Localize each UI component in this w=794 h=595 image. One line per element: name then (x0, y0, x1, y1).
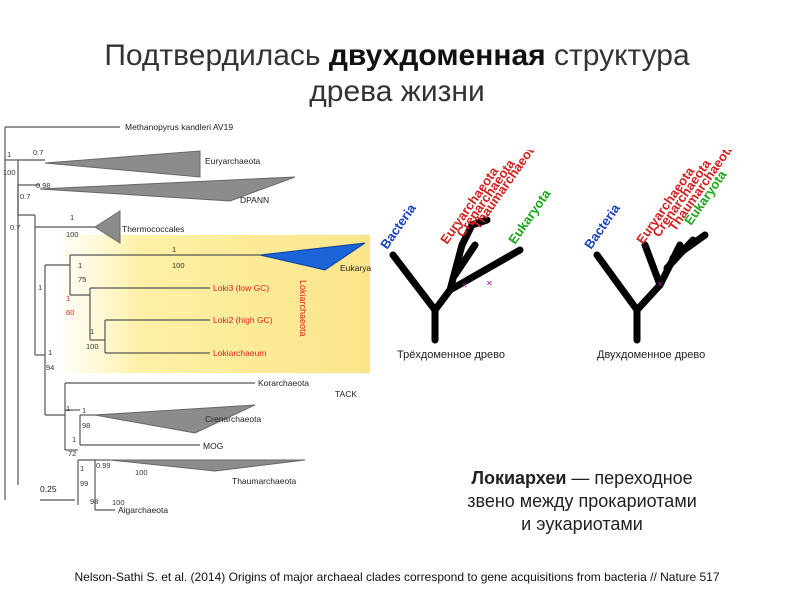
reference-citation: Nelson-Sathi S. et al. (2014) Origins of… (74, 570, 720, 584)
clade-triangle-thaum (109, 459, 306, 472)
support-value: 75 (78, 275, 86, 284)
support-value: 1 (7, 150, 11, 159)
domain-tree-schemes: ✕ ✕ Bacteria Euryarchaeota Crenarchaeota… (377, 150, 737, 361)
label-loki3: Loki3 (low GC) (213, 283, 269, 293)
title-part-2: структура (545, 39, 690, 72)
scale-bar-label: 0.25 (40, 484, 57, 494)
support-value: 100 (112, 498, 125, 507)
support-value: 100 (135, 468, 148, 477)
title-bold: двухдоменная (328, 39, 546, 72)
support-value: 100 (172, 261, 185, 270)
scheme1-label-eukaryota: Eukaryota (505, 186, 554, 247)
label-mog: MOG (203, 441, 223, 451)
support-value: 1 (70, 213, 74, 222)
support-value: 1 (48, 348, 52, 357)
clade-triangle-thermo (94, 210, 121, 244)
scheme1-label-bacteria: Bacteria (377, 200, 419, 251)
caption-line-3: и эукариотами (521, 514, 643, 534)
support-value: 0.98 (36, 181, 51, 190)
clade-triangle-eukarya (259, 242, 366, 271)
title-part-1: Подтвердилась (104, 39, 329, 72)
title-line-2: древа жизни (309, 75, 485, 108)
support-value: 99 (80, 479, 88, 488)
support-value: 100 (66, 230, 79, 239)
support-value: 1 (90, 327, 94, 336)
support-value: 1 (66, 404, 70, 413)
label-lokiarchaeota-group: Lokiarchaeota (298, 280, 308, 337)
clade-triangle-cren (94, 404, 256, 434)
caption-line-1: — переходное (566, 468, 693, 488)
label-tack: TACK (335, 389, 357, 399)
support-value: 1 (172, 245, 176, 254)
divergence-marker: ✕ (461, 281, 468, 290)
support-value: 72 (68, 449, 76, 458)
support-value: 98 (90, 497, 98, 506)
caption-bold: Локиархеи (471, 468, 567, 488)
label-methanopyrus: Methanopyrus kandleri AV19 (125, 122, 233, 132)
clade-triangle-eury (44, 150, 201, 178)
label-lokiarchaeum: Lokiarchaeum (213, 348, 266, 358)
clade-triangle-dpann (39, 176, 296, 202)
support-value: 100 (3, 168, 16, 177)
divergence-marker: ✕ (486, 279, 493, 288)
label-euryarchaeota: Euryarchaeota (205, 156, 261, 166)
support-value: 1 (72, 435, 76, 444)
label-loki2: Loki2 (high GC) (213, 315, 273, 325)
phylogenetic-tree-figure: Methanopyrus kandleri AV19 Euryarchaeota… (3, 122, 371, 515)
support-value: 1 (66, 294, 70, 303)
support-value: 98 (82, 421, 90, 430)
slide-title: Подтвердилась двухдоменная структура дре… (0, 38, 794, 110)
support-value: 1 (78, 261, 82, 270)
loki-caption: Локиархеи — переходное звено между прока… (412, 467, 752, 536)
support-value: 60 (66, 308, 74, 317)
divergence-marker: ✕ (657, 280, 664, 289)
two-domain-tree (593, 231, 709, 344)
support-value: 1 (38, 283, 42, 292)
scheme2-label-bacteria: Bacteria (581, 200, 623, 251)
support-value: 0.7 (33, 148, 43, 157)
support-value: 1 (80, 464, 84, 473)
three-domain-caption: Трёхдоменное древо (397, 349, 505, 361)
three-domain-tree (389, 216, 524, 344)
support-value: 0.7 (10, 223, 20, 232)
label-dpann: DPANN (240, 195, 269, 205)
label-aigarchaeota: Aigarchaeota (118, 505, 168, 515)
label-eukarya: Eukarya (340, 263, 371, 273)
support-value: 1 (82, 406, 86, 415)
support-value: 0.99 (96, 461, 111, 470)
label-korarchaeota: Korarchaeota (258, 378, 309, 388)
label-thermococcales: Thermococcales (122, 224, 184, 234)
two-domain-caption: Двухдоменное древо (597, 349, 705, 361)
label-thaumarchaeota: Thaumarchaeota (232, 476, 297, 486)
support-value: 0.7 (20, 192, 30, 201)
support-value: 94 (46, 363, 54, 372)
caption-line-2: звено между прокариотами (467, 491, 697, 511)
support-value: 100 (86, 342, 99, 351)
label-crenarchaeota: Crenarchaeota (205, 414, 262, 424)
